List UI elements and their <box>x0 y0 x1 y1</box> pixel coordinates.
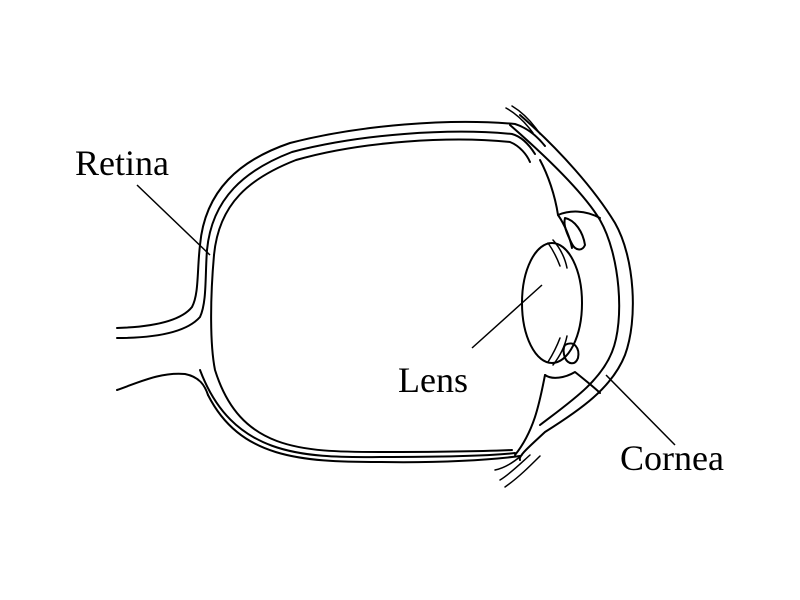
cornea-structure <box>494 105 634 488</box>
retina-label: Retina <box>75 143 169 183</box>
lens-leader-line <box>471 284 543 349</box>
lens-structure <box>521 239 583 366</box>
sclera-outer-wall <box>199 120 546 464</box>
iris-and-ciliary-body <box>514 159 601 456</box>
optic-nerve <box>116 244 209 396</box>
cornea-label: Cornea <box>620 438 724 478</box>
lens-label: Lens <box>398 360 468 400</box>
retina-leader-line <box>136 184 211 256</box>
retina-layer <box>210 138 531 453</box>
choroid-layer <box>199 130 536 459</box>
cornea-leader-line <box>605 374 676 446</box>
